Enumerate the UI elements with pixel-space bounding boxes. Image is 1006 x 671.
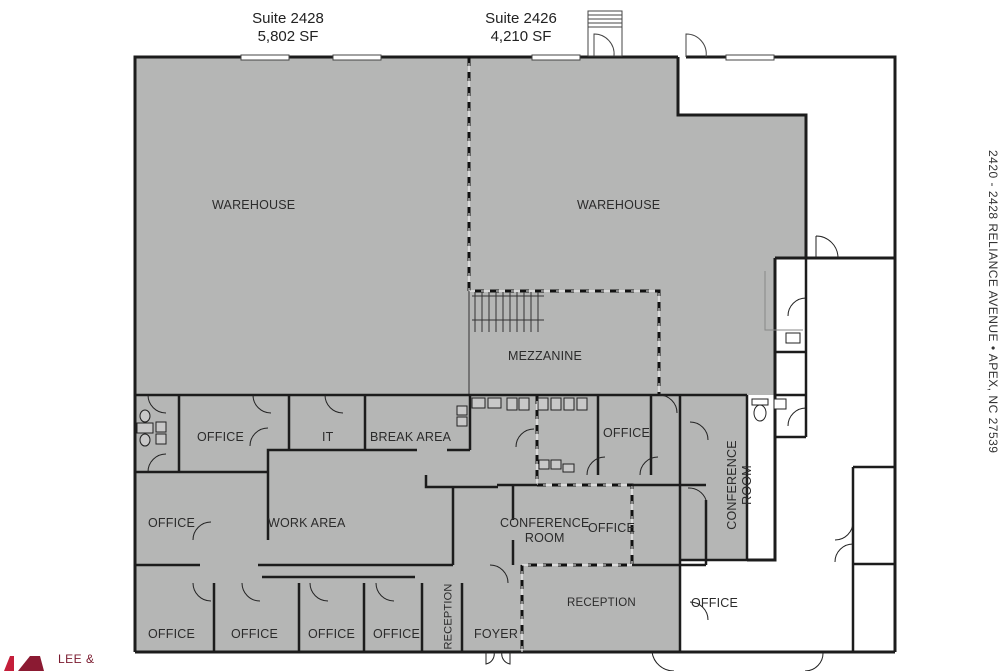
- exterior-stair: [587, 10, 707, 58]
- room-mezzanine: MEZZANINE: [508, 349, 583, 363]
- leased-area: [135, 57, 806, 652]
- room-office-center-mid: OFFICE: [588, 521, 636, 535]
- room-office-left-mid: OFFICE: [148, 516, 196, 530]
- room-it: IT: [322, 430, 334, 444]
- company-logo-icon: [4, 656, 44, 671]
- room-foyer: FOYER: [474, 627, 519, 641]
- room-reception: RECEPTION: [567, 597, 636, 609]
- room-conference-center: CONFERENCE ROOM: [500, 516, 590, 546]
- door-swings: [147, 235, 854, 671]
- suite-area: 4,210 SF: [490, 28, 552, 45]
- suite-name: Suite 2426: [485, 10, 557, 27]
- room-office-bottom-1: OFFICE: [148, 627, 196, 641]
- windows: [240, 54, 775, 61]
- property-address: 2420 - 2428 RELIANCE AVENUE • APEX, NC 2…: [986, 150, 1000, 454]
- conference-line-2: ROOM: [740, 465, 754, 505]
- room-warehouse-right: WAREHOUSE: [577, 198, 661, 212]
- room-break-area: BREAK AREA: [370, 430, 452, 444]
- room-conference-right: CONFERENCE ROOM: [725, 435, 755, 535]
- conference-line-1: CONFERENCE: [725, 440, 739, 530]
- suite-2428-label: Suite 2428 5,802 SF: [228, 10, 348, 46]
- room-office-top-left: OFFICE: [197, 430, 245, 444]
- room-reception-vertical: RECEPTION: [442, 583, 455, 650]
- room-warehouse-left: WAREHOUSE: [212, 198, 296, 212]
- room-office-bottom-2: OFFICE: [231, 627, 279, 641]
- conference-line-1: CONFERENCE: [500, 516, 590, 530]
- room-office-bottom-3: OFFICE: [308, 627, 356, 641]
- mezzanine-stair: [468, 291, 544, 395]
- suite-area: 5,802 SF: [257, 28, 319, 45]
- logo-text: LEE &: [58, 652, 95, 666]
- room-office-bottom-4: OFFICE: [373, 627, 421, 641]
- room-office-bottom-right: OFFICE: [691, 596, 739, 610]
- suite-2426-label: Suite 2426 4,210 SF: [461, 10, 581, 46]
- suite-name: Suite 2428: [252, 10, 324, 27]
- room-work-area: WORK AREA: [268, 516, 346, 530]
- conference-line-2: ROOM: [524, 531, 565, 545]
- interior-walls: [135, 258, 895, 652]
- room-office-center-top: OFFICE: [603, 426, 651, 440]
- restroom-fixtures: [136, 332, 801, 473]
